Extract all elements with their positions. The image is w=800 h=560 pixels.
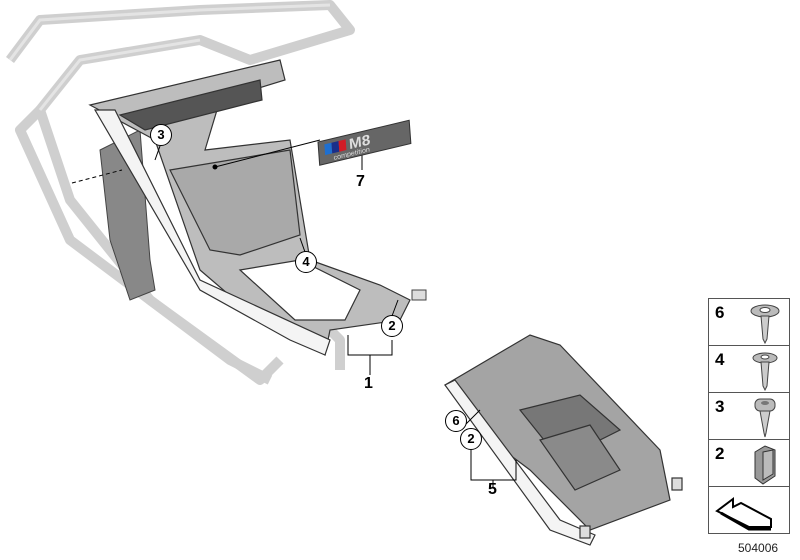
callout-3: 3 — [150, 124, 172, 146]
rear-console-trim — [444, 334, 683, 546]
callout-2-main: 2 — [381, 315, 403, 337]
legend-item-3: 3 — [708, 392, 790, 439]
clip-right — [411, 289, 427, 301]
flange-screw-icon — [750, 304, 780, 345]
legend-item-2: 2 — [708, 439, 790, 486]
part-number-5: 5 — [488, 481, 497, 498]
legend-number: 6 — [715, 303, 725, 322]
torx-screw-icon — [754, 398, 776, 438]
leader-lines — [71, 139, 517, 488]
legend-item-arrow — [708, 486, 790, 534]
callout-4: 4 — [295, 251, 317, 273]
callout-2-rear: 2 — [460, 428, 482, 450]
legend-number: 4 — [715, 350, 725, 369]
callout-6: 6 — [445, 410, 467, 432]
m8-competition-badge: M8 competition — [317, 119, 412, 166]
badge-main-text: M8 — [349, 132, 371, 153]
legend-item-6: 6 — [708, 298, 790, 345]
part-number-1: 1 — [364, 375, 373, 392]
part-number-7: 7 — [356, 173, 365, 190]
legend-item-4: 4 — [708, 345, 790, 392]
diagram-id: 504006 — [738, 541, 779, 555]
flange-screw-icon — [752, 352, 778, 392]
console-frame-outline — [8, 3, 331, 111]
direction-arrow-icon — [715, 497, 772, 531]
fastener-legend: 6 4 3 2 — [708, 298, 790, 534]
clip-nut-icon — [754, 445, 776, 485]
legend-number: 2 — [715, 444, 725, 463]
legend-number: 3 — [715, 397, 725, 416]
